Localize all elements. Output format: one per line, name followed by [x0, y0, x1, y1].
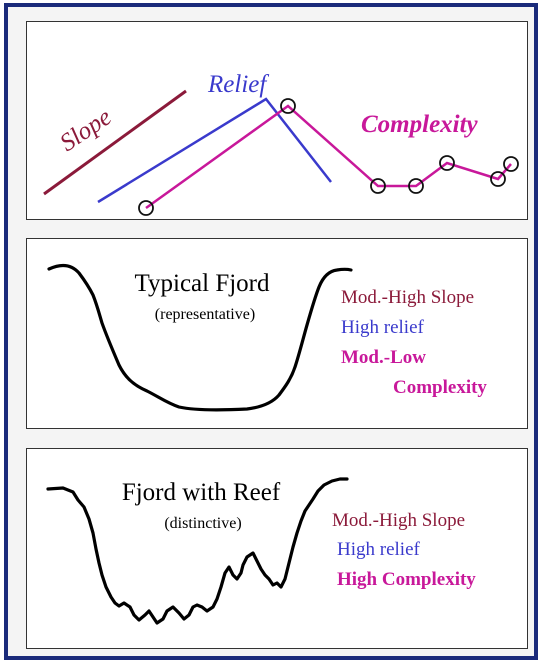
reef-fjord-subtitle: (distinctive) — [164, 515, 241, 532]
typical-fjord-diagram: Typical Fjord (representative) Mod.-High… — [47, 263, 487, 412]
typical-fjord-subtitle: (representative) — [155, 306, 255, 323]
complexity-line — [145, 104, 512, 210]
typical-fjord-relief-text: High relief — [341, 317, 425, 338]
reef-fjord-relief-text: High relief — [337, 539, 421, 560]
relief-line — [97, 97, 332, 204]
complexity-marker — [138, 200, 154, 216]
reef-fjord-slope-text: Mod.-High Slope — [332, 510, 465, 531]
relief-label: Relief — [207, 71, 269, 98]
slope-line — [43, 89, 187, 196]
reef-fjord-profile — [46, 477, 349, 625]
reef-fjord-panel: Fjord with Reef (distinctive) Mod.-High … — [26, 448, 528, 649]
typical-fjord-profile — [47, 263, 353, 412]
complexity-marker — [370, 178, 386, 194]
typical-fjord-title: Typical Fjord — [134, 270, 270, 297]
complexity-marker — [280, 98, 296, 114]
complexity-markers — [138, 98, 519, 216]
typical-fjord-complexity-text-line1: Mod.-Low — [341, 347, 426, 368]
complexity-label: Complexity — [361, 111, 479, 138]
reef-fjord-complexity-text: High Complexity — [337, 569, 476, 590]
complexity-marker — [503, 156, 519, 172]
complexity-marker — [439, 155, 455, 171]
complexity-marker — [490, 171, 506, 187]
reef-fjord-title: Fjord with Reef — [122, 479, 281, 506]
complexity-marker — [408, 178, 424, 194]
reef-fjord-diagram: Fjord with Reef (distinctive) Mod.-High … — [46, 477, 476, 625]
typical-fjord-slope-text: Mod.-High Slope — [341, 287, 474, 308]
typical-fjord-complexity-text-line2: Complexity — [393, 377, 487, 398]
typical-fjord-panel: Typical Fjord (representative) Mod.-High… — [26, 238, 528, 429]
legend-diagram-panel: Slope Relief Complexity — [26, 21, 528, 220]
legend-diagram: Slope Relief Complexity — [43, 71, 519, 216]
